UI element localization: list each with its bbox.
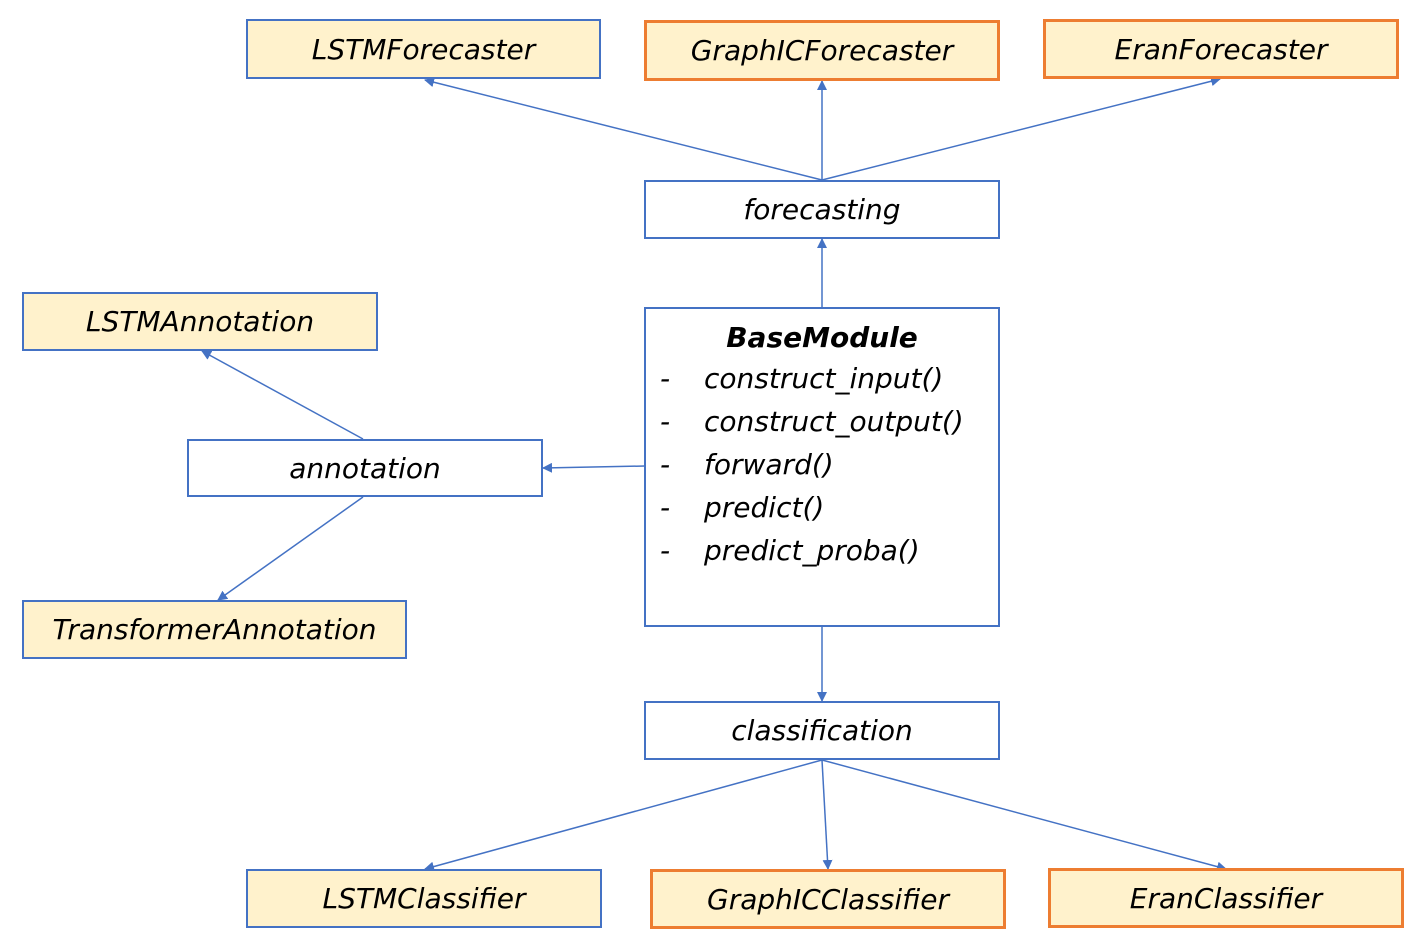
method-item: - predict_proba() [646,529,998,572]
node-lstm-forecaster: LSTMForecaster [246,19,601,79]
method-item: - forward() [646,443,998,486]
node-lstm-annotation: LSTMAnnotation [22,292,378,351]
edge-forecasting-to-eranforecaster [821,76,1221,181]
edge-forecasting-to-lstmforecaster [424,77,823,181]
base-module-title: BaseModule [726,321,918,354]
edge-annotation-to-transformerannotation [217,496,364,601]
node-eran-forecaster: EranForecaster [1043,19,1399,79]
edge-basemodule-to-annotation [542,462,646,473]
method-name: predict_proba() [704,534,920,567]
method-bullet: - [660,491,671,524]
node-graphic-classifier: GraphICClassifier [650,869,1006,929]
method-bullet: - [660,534,671,567]
edge-classification-to-graphicclassifier [821,759,833,870]
node-annotation: annotation [187,439,543,497]
method-name: construct_input() [704,362,944,395]
edge-classification-to-lstmclassifier [424,759,823,872]
method-bullet: - [660,362,671,395]
node-graphic-forecaster: GraphICForecaster [644,20,1000,81]
edge-annotation-to-lstmannotation [201,350,364,440]
node-classification: classification [644,701,1000,760]
method-name: construct_output() [704,405,964,438]
node-base-module: BaseModule - construct_input() - constru… [644,307,1000,627]
method-name: forward() [704,448,834,481]
method-item: - construct_input() [646,357,998,400]
node-transformer-annotation: TransformerAnnotation [22,600,407,659]
node-forecasting: forecasting [644,180,1000,239]
method-item: - construct_output() [646,400,998,443]
node-eran-classifier: EranClassifier [1048,868,1404,928]
method-bullet: - [660,448,671,481]
node-lstm-classifier: LSTMClassifier [246,869,602,928]
method-bullet: - [660,405,671,438]
edge-classification-to-eranclassifier [821,759,1227,872]
method-item: - predict() [646,486,998,529]
method-name: predict() [704,491,825,524]
